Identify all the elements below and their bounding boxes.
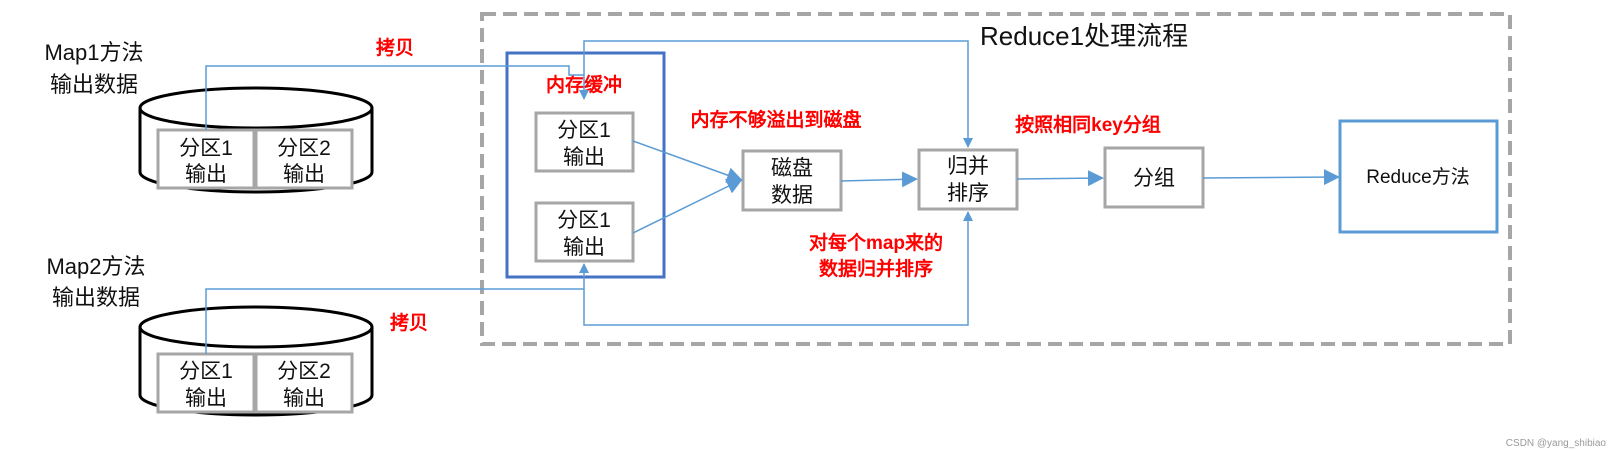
buffer-partition-top-label: 分区1 xyxy=(557,119,611,142)
map1-partition2-box xyxy=(254,128,354,190)
reduce1-process-frame xyxy=(480,12,1512,346)
buffer-partition-bottom-sub: 输出 xyxy=(563,236,605,259)
map2-label-line1: Map2方法 xyxy=(46,254,145,279)
map2-partition2-sub: 输出 xyxy=(283,387,325,410)
reduce-method-box xyxy=(1338,119,1499,234)
merge-sort-label-line1: 归并 xyxy=(947,155,989,178)
buffer-partition-bottom-box xyxy=(534,201,635,263)
group-to-reduce-arrow xyxy=(1202,169,1340,186)
memory-buffer-box xyxy=(505,51,666,279)
watermark: CSDN @yang_shibiao xyxy=(1506,438,1607,449)
copy-arrow-map1 xyxy=(205,65,589,130)
map1-label-line1: Map1方法 xyxy=(44,40,143,65)
reduce1-title: Reduce1处理流程 xyxy=(980,21,1188,51)
merge-sort-box xyxy=(917,148,1019,211)
disk-data-label-line2: 数据 xyxy=(771,184,813,207)
buffer-partition-top-box xyxy=(534,111,635,173)
map2-label-line2: 输出数据 xyxy=(52,285,140,310)
merge-note-line2: 数据归并排序 xyxy=(819,257,933,280)
map1-label-line2: 输出数据 xyxy=(50,72,138,97)
map1-partition1-box xyxy=(156,128,256,190)
memory-to-merge-bottom-arrow xyxy=(583,211,973,326)
map2-partition1-label: 分区1 xyxy=(179,360,233,383)
merge-sort-label-line2: 排序 xyxy=(947,182,989,205)
copy-arrow-map2 xyxy=(205,263,589,354)
group-by-key-label: 按照相同key分组 xyxy=(1015,113,1161,136)
spill-arrow-bottom xyxy=(632,178,743,234)
spill-to-disk-label: 内存不够溢出到磁盘 xyxy=(690,108,861,131)
copy-label-bottom: 拷贝 xyxy=(390,311,428,334)
map2-partition2-label: 分区2 xyxy=(277,360,331,383)
group-box-label: 分组 xyxy=(1133,167,1175,190)
map1-partition1-label: 分区1 xyxy=(179,137,233,160)
map2-partition2-box xyxy=(254,352,354,414)
memory-to-merge-top-arrow xyxy=(583,40,973,148)
map1-partition1-sub: 输出 xyxy=(185,163,227,186)
map1-partition2-label: 分区2 xyxy=(277,137,331,160)
copy-label-top: 拷贝 xyxy=(376,36,414,59)
disk-to-merge-arrow xyxy=(840,171,918,188)
buffer-partition-top-sub: 输出 xyxy=(563,146,605,169)
map1-partition2-sub: 输出 xyxy=(283,163,325,186)
reduce-method-label: Reduce方法 xyxy=(1366,166,1470,188)
spill-arrow-top xyxy=(632,140,743,183)
merge-to-group-arrow xyxy=(1016,170,1104,187)
disk-data-label-line1: 磁盘 xyxy=(771,157,813,180)
map2-partition1-sub: 输出 xyxy=(185,387,227,410)
buffer-partition-bottom-label: 分区1 xyxy=(557,209,611,232)
merge-note-line1: 对每个map来的 xyxy=(809,231,943,254)
